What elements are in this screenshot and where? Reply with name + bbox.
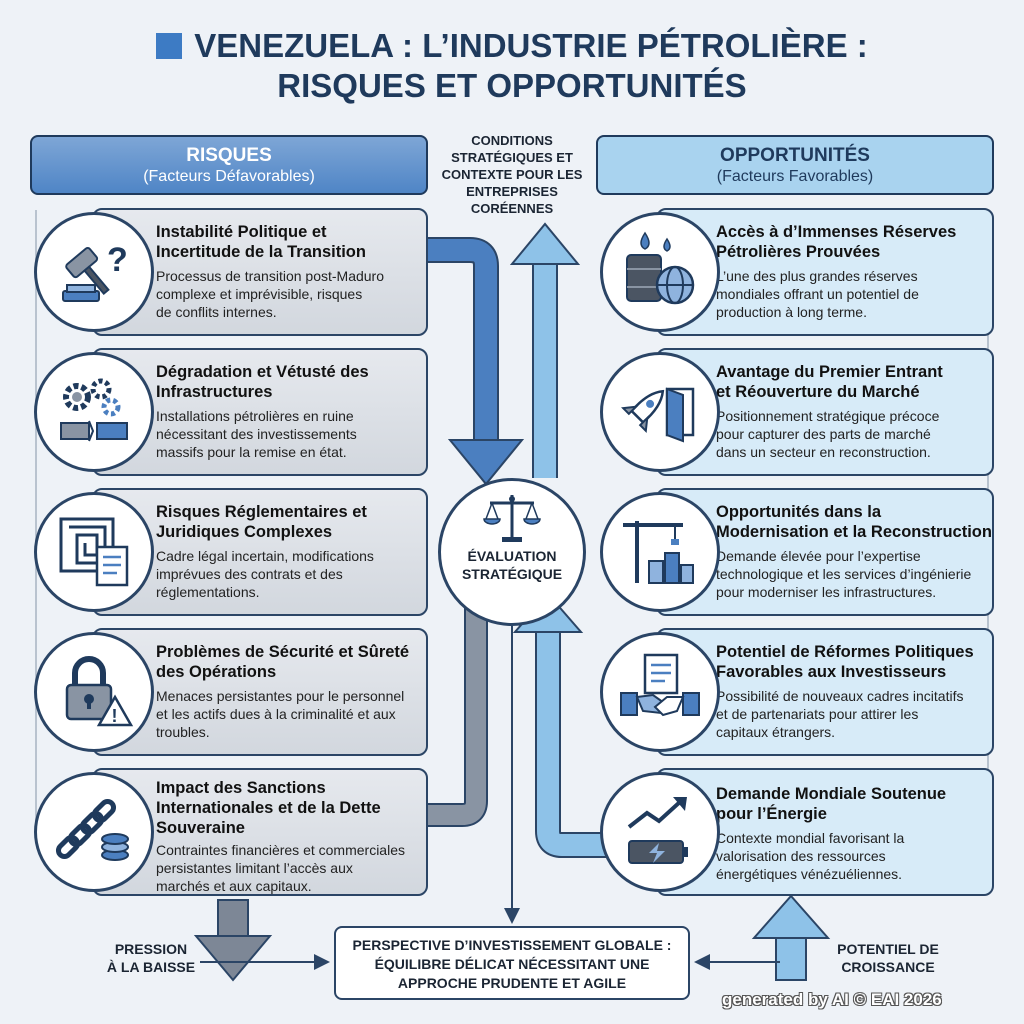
risk-3-text: Risques Réglementaires et Juridiques Com… <box>156 503 374 600</box>
evaluation-label: ÉVALUATION STRATÉGIQUE <box>461 548 563 582</box>
opp-2-text: Avantage du Premier Entrant et Réouvertu… <box>716 363 943 460</box>
growth-arrowhead <box>751 894 831 939</box>
risk-1-text: Instabilité Politique et Incertitude de … <box>156 223 384 320</box>
svg-text:?: ? <box>107 241 128 279</box>
risks-header-subtitle: (Facteurs Défavorables) <box>143 168 315 185</box>
opp-1-text: Accès à d’Immenses Réserves Pétrolières … <box>716 223 957 320</box>
gavel-question-icon: ? <box>34 212 154 332</box>
opp-bottom-arrow-body <box>537 632 656 856</box>
watermark: generated by AI © EAI 2026 <box>722 990 942 1009</box>
pressure-arrowhead <box>193 935 273 982</box>
risk-bottom-connector-body <box>428 600 486 825</box>
svg-text:!: ! <box>112 706 118 726</box>
opportunities-header-title: OPPORTUNITÉS <box>720 145 870 166</box>
risks-header: RISQUES (Facteurs Défavorables) <box>30 135 428 195</box>
title-square-icon <box>156 33 183 59</box>
maze-document-icon <box>34 492 154 612</box>
title-line-2: RISQUES ET OPPORTUNITÉS <box>277 67 747 104</box>
risk-4-text: Problèmes de Sécurité et Sûreté des Opér… <box>156 643 410 740</box>
chain-coins-icon <box>34 772 154 892</box>
handshake-document-icon <box>600 632 720 752</box>
padlock-warning-icon: ! <box>34 632 154 752</box>
opp-5-text: Demande Mondiale Soutenue pour l’Énergie… <box>716 785 947 882</box>
growth-battery-icon <box>600 772 720 892</box>
oil-barrel-globe-icon <box>600 212 720 332</box>
page-title: VENEZUELA : L’INDUSTRIE PÉTROLIÈRE : RIS… <box>0 26 1024 106</box>
risk-top-arrowhead <box>447 439 525 486</box>
opp-3-text: Opportunités dans la Modernisation et la… <box>716 503 992 600</box>
strategic-conditions-label: CONDITIONS STRATÉGIQUES ET CONTEXTE POUR… <box>441 133 583 216</box>
broken-pipe-gears-icon <box>34 352 154 472</box>
risk-5-text: Impact des Sanctions Internationales et … <box>156 779 405 894</box>
risk-top-arrow-body <box>428 239 497 440</box>
opportunities-header: OPPORTUNITÉS (Facteurs Favorables) <box>596 135 994 195</box>
rocket-door-icon <box>600 352 720 472</box>
balance-scale-icon <box>483 495 541 542</box>
risks-header-title: RISQUES <box>186 145 272 166</box>
growth-label: POTENTIEL DE CROISSANCE <box>837 941 939 975</box>
growth-arrow-shaft <box>775 935 807 981</box>
risk-2-text: Dégradation et Vétusté des Infrastructur… <box>156 363 369 460</box>
pressure-label: PRESSION À LA BAISSE <box>106 941 196 975</box>
opp-4-text: Potentiel de Réformes Politiques Favorab… <box>716 643 974 740</box>
pressure-arrow-shaft <box>217 899 249 939</box>
opportunities-header-subtitle: (Facteurs Favorables) <box>716 168 874 185</box>
global-investment-perspective: PERSPECTIVE D’INVESTISSEMENT GLOBALE : É… <box>334 926 690 1000</box>
strategic-evaluation-node: ÉVALUATION STRATÉGIQUE <box>438 478 586 626</box>
opp-up-arrowhead <box>509 222 581 265</box>
title-line-1: VENEZUELA : L’INDUSTRIE PÉTROLIÈRE : <box>194 27 868 64</box>
crane-buildings-icon <box>600 492 720 612</box>
opp-card-4 <box>656 628 994 756</box>
